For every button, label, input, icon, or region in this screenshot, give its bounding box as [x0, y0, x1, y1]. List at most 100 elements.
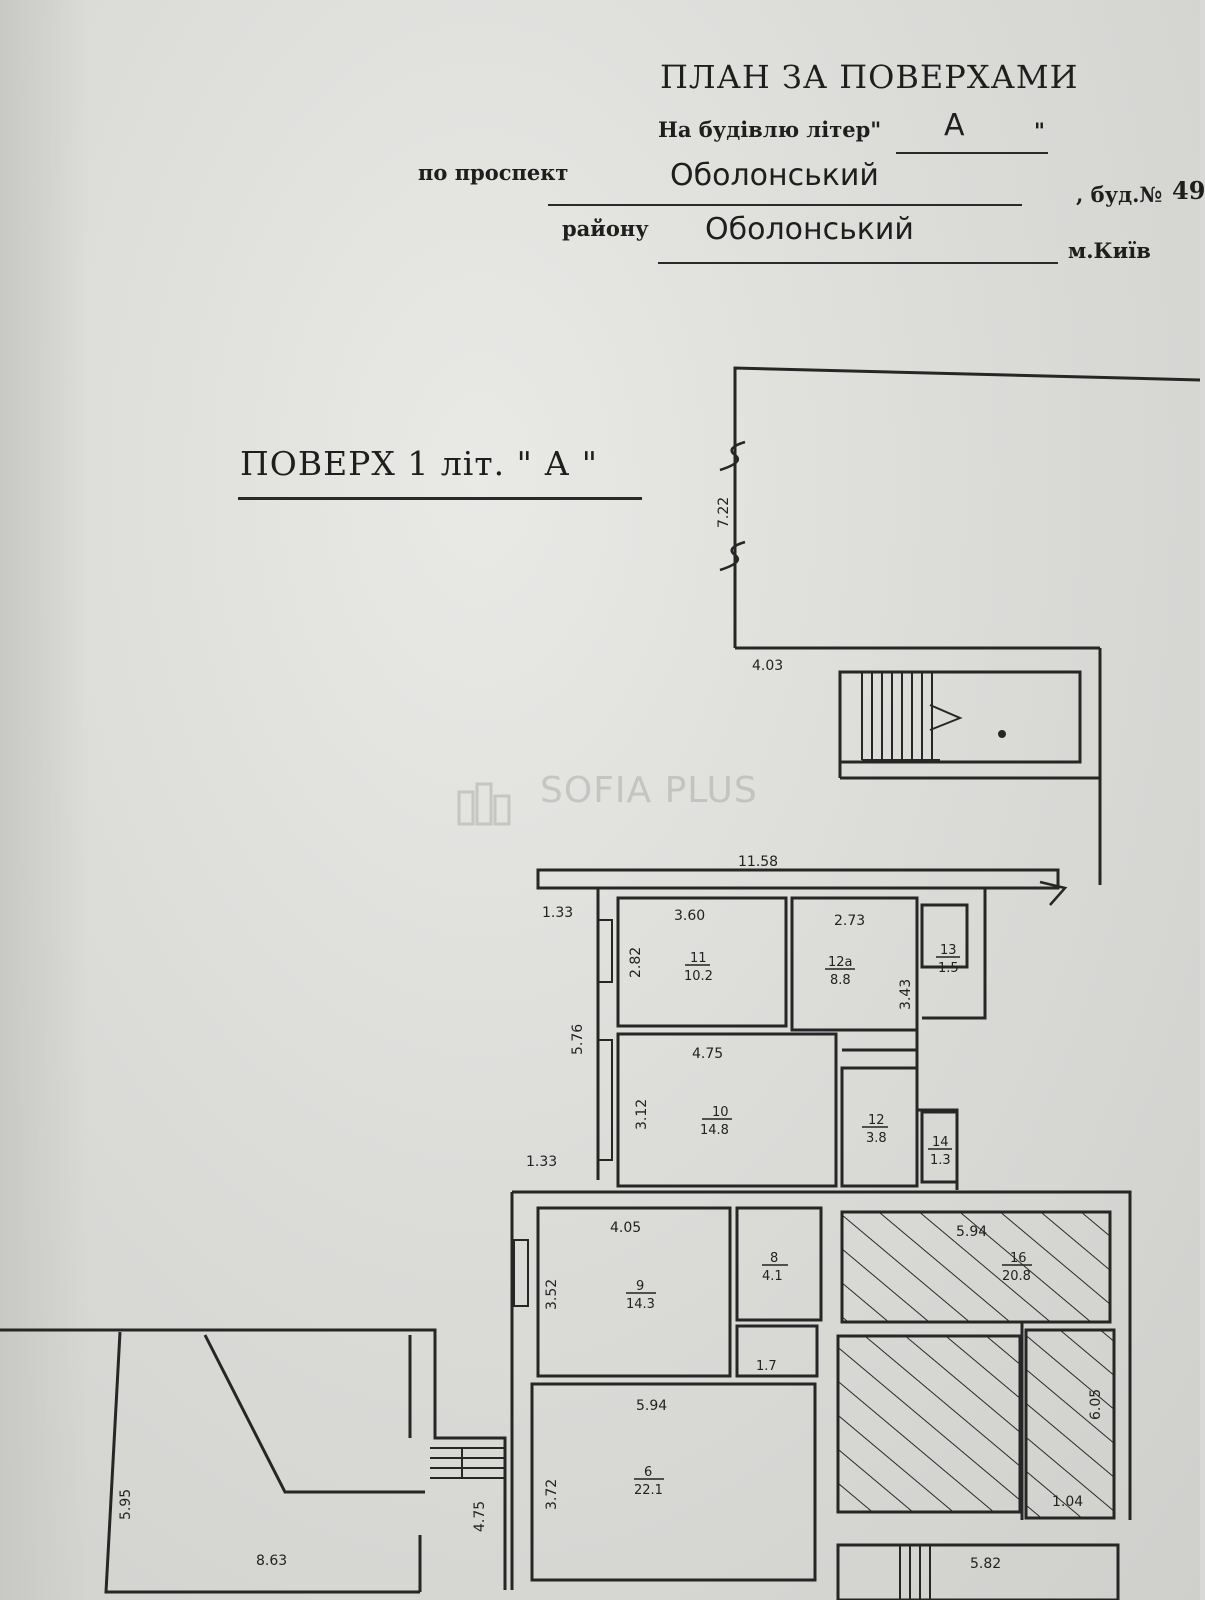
room-8-number: 8	[770, 1251, 778, 1266]
dim-133-mid: 1.33	[526, 1154, 557, 1170]
left-stair	[430, 1447, 505, 1479]
dim-722: 7.22	[716, 497, 732, 528]
watermark-building-icon	[457, 782, 511, 826]
district-prefix: району	[562, 216, 649, 241]
dim-863: 8.63	[256, 1553, 287, 1569]
dim-594-16: 5.94	[956, 1224, 987, 1240]
dim-405: 4.05	[610, 1220, 641, 1236]
floor-label: ПОВЕРХ 1 літ. " А "	[240, 444, 598, 483]
room-12-outline	[840, 1066, 919, 1188]
room-8-area: 4.1	[762, 1269, 783, 1284]
room-6-outline	[530, 1382, 817, 1582]
right-partition	[917, 886, 987, 1020]
house-prefix: , буд.№	[1076, 182, 1163, 207]
dim-576: 5.76	[570, 1024, 586, 1055]
building-prefix: На будівлю літер"	[658, 117, 882, 142]
room-12-area: 3.8	[866, 1131, 887, 1146]
floor-label-underline	[238, 497, 642, 500]
lower-block-outer	[512, 1190, 1132, 1520]
dim-360: 3.60	[674, 908, 705, 924]
watermark-text: SOFIA PLUS	[540, 770, 758, 811]
window-left-2	[597, 1039, 613, 1161]
stair-arrow	[929, 704, 963, 731]
left-annex-outline	[0, 1328, 507, 1590]
house-number: 49	[1172, 176, 1205, 205]
room-14-number: 14	[932, 1135, 949, 1150]
dim-104: 1.04	[1052, 1494, 1083, 1510]
room-11-area: 10.2	[684, 969, 713, 984]
stair-steps	[861, 671, 940, 761]
building-underline	[896, 152, 1048, 154]
corridor-wall	[536, 868, 1060, 890]
city: м.Київ	[1068, 238, 1151, 263]
room-12-partition	[842, 1048, 919, 1068]
document-title: ПЛАН ЗА ПОВЕРХАМИ	[660, 58, 1079, 96]
room-hatch-lower	[836, 1334, 1022, 1514]
room-9-number: 9	[636, 1279, 644, 1294]
stair-dot	[998, 730, 1006, 738]
district-name: Оболонський	[705, 212, 914, 247]
dim-372: 3.72	[544, 1479, 560, 1510]
room-16-area: 20.8	[1002, 1269, 1031, 1284]
room-16-number: 16	[1010, 1251, 1027, 1266]
dimension-labels: 7.22 4.03 11.58 1.33 3.60 2.73 2.82 3.43…	[118, 497, 1104, 1572]
dim-273: 2.73	[834, 913, 865, 929]
room-14-area: 1.3	[930, 1153, 951, 1168]
dim-594-6: 5.94	[636, 1398, 667, 1414]
room-16-hatch	[840, 1210, 1112, 1324]
room-6-number: 6	[644, 1465, 652, 1480]
room-8-outline	[735, 1206, 823, 1322]
dim-343: 3.43	[898, 979, 914, 1010]
room-13-number: 13	[940, 943, 957, 958]
room-6-area: 22.1	[634, 1483, 663, 1498]
room-11-outline	[616, 896, 788, 1028]
building-letter: А	[944, 108, 965, 143]
break-mark-top	[719, 440, 746, 472]
avenue-underline	[548, 204, 1022, 206]
room-12a-number: 12а	[828, 955, 853, 970]
upper-wing-outline	[733, 366, 1201, 648]
room-12-number: 12	[868, 1113, 885, 1128]
dim-475-top: 4.75	[692, 1046, 723, 1062]
window-left-1	[597, 919, 613, 983]
dim-582: 5.82	[970, 1556, 1001, 1572]
room-13-outline	[920, 903, 969, 969]
room-9-area: 14.3	[626, 1297, 655, 1312]
dim-595: 5.95	[118, 1489, 134, 1520]
middle-right-wall	[915, 1030, 959, 1190]
dim-403: 4.03	[752, 658, 783, 674]
room-17-area: 1.7	[756, 1359, 777, 1374]
break-mark-bottom	[719, 540, 746, 572]
room-12a-outline	[790, 896, 919, 1032]
room-605-hatch	[1024, 1328, 1116, 1520]
avenue-prefix: по проспект	[418, 160, 569, 185]
room-12a-area: 8.8	[830, 973, 851, 988]
corridor-break	[1039, 880, 1068, 906]
room-9-outline	[536, 1206, 732, 1378]
room-13-area: 1.5	[938, 961, 959, 976]
room-11-number: 11	[690, 951, 707, 966]
bottom-stair-block	[836, 1543, 1120, 1600]
avenue-name: Оболонський	[670, 158, 879, 193]
left-annex-diagonal	[203, 1334, 425, 1494]
left-annex-wall	[104, 1331, 420, 1594]
building-suffix: "	[1034, 118, 1045, 143]
window-left-3	[513, 1239, 529, 1307]
dim-133-top: 1.33	[542, 905, 573, 921]
room-labels: 11 10.2 12а 8.8 13 1.5 10 14.8 12 3.8 14…	[626, 943, 1032, 1498]
district-underline	[658, 262, 1058, 264]
dim-1158: 11.58	[738, 854, 778, 870]
stair-block	[838, 670, 1082, 764]
room-10-outline	[616, 1032, 838, 1188]
bottom-stair-steps	[899, 1545, 931, 1600]
dim-475-left: 4.75	[472, 1501, 488, 1532]
room-10-area: 14.8	[700, 1123, 729, 1138]
dim-282: 2.82	[628, 947, 644, 978]
room-17-outline	[735, 1324, 819, 1378]
room-10-number: 10	[712, 1105, 729, 1120]
dim-312: 3.12	[634, 1099, 650, 1130]
paper-edge-shadow	[0, 0, 90, 1600]
dim-352: 3.52	[544, 1279, 560, 1310]
